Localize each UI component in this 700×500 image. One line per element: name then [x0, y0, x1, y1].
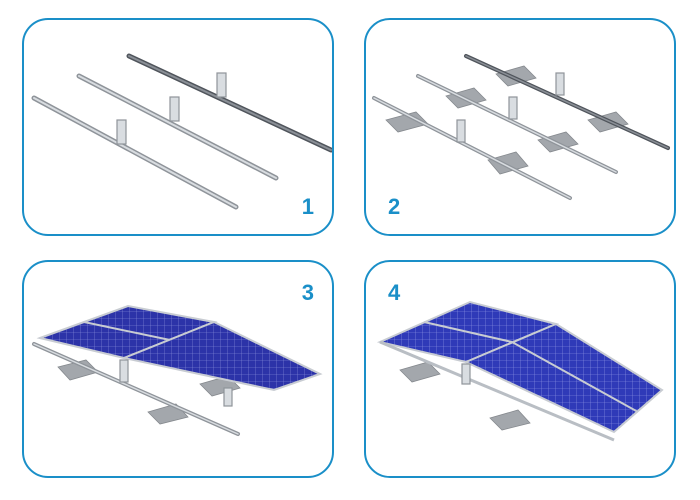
ballast-pad: [487, 151, 529, 175]
solar-panel-illustration: [32, 304, 323, 436]
upright-support: [508, 96, 518, 120]
step-number: 4: [388, 280, 401, 305]
upright-support: [555, 72, 565, 96]
upright-support: [456, 119, 466, 143]
upright-support: [216, 72, 227, 98]
step-2-panel: 2: [364, 18, 676, 236]
step-3-panel: 3: [22, 260, 334, 478]
step-4-panel: 4: [364, 260, 676, 478]
upright-support: [169, 96, 180, 122]
ballast-pad-illustration: [372, 54, 670, 200]
upright-support: [223, 387, 233, 407]
ballast-pad: [147, 403, 189, 425]
step-number: 1: [301, 194, 314, 219]
ballast-pad: [495, 65, 537, 87]
solar-panel: [463, 322, 664, 434]
step-1-panel: 1: [22, 18, 334, 236]
solar-panel-illustration: [376, 300, 664, 442]
rail-assembly-illustration: [31, 53, 332, 210]
solar-panel: [120, 320, 323, 392]
ballast-pad: [399, 361, 441, 383]
step-number: 2: [388, 194, 401, 219]
ballast-pad: [489, 409, 531, 431]
upright-support: [461, 363, 471, 385]
upright-support: [119, 359, 129, 383]
step-number: 3: [301, 280, 314, 305]
upright-support: [116, 119, 127, 145]
